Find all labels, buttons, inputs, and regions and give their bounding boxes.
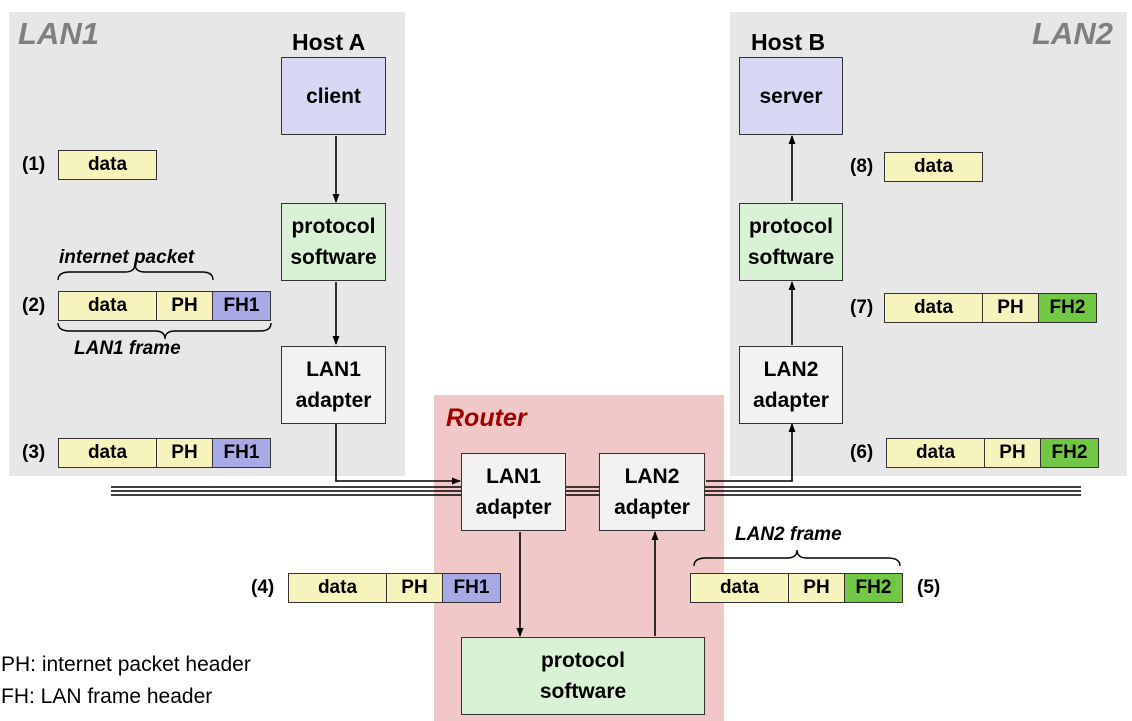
lan1-title: LAN1 bbox=[18, 16, 99, 51]
packet-5: data PH FH2 bbox=[690, 573, 903, 603]
host-b-protocol-software: protocol software bbox=[739, 203, 843, 281]
router-lan1-adapter: LAN1 adapter bbox=[461, 453, 566, 531]
router-protocol-software: protocol software bbox=[461, 637, 705, 715]
packet-1: data bbox=[58, 150, 157, 180]
ph-cell: PH bbox=[155, 291, 214, 321]
data-cell: data bbox=[690, 573, 789, 603]
fh2-cell: FH2 bbox=[1038, 293, 1097, 323]
ph-cell: PH bbox=[155, 438, 214, 468]
packet-8: data bbox=[884, 152, 983, 182]
ph-cell: PH bbox=[385, 573, 444, 603]
arrow-router-to-adapter-b bbox=[706, 423, 796, 482]
step-2-label: (2) bbox=[22, 295, 46, 316]
ph-cell: PH bbox=[787, 573, 846, 603]
step-7-label: (7) bbox=[850, 297, 874, 318]
lan2-frame-label: LAN2 frame bbox=[735, 524, 842, 545]
packet-2: data PH FH1 bbox=[58, 291, 271, 321]
server-box: server bbox=[739, 57, 843, 135]
lan2-frame-brace bbox=[693, 549, 901, 567]
internet-packet-label: internet packet bbox=[59, 247, 195, 268]
data-cell: data bbox=[886, 438, 985, 468]
ph-cell: PH bbox=[981, 293, 1040, 323]
step-6-label: (6) bbox=[850, 442, 874, 463]
data-cell: data bbox=[884, 293, 983, 323]
data-cell: data bbox=[288, 573, 387, 603]
host-a-title: Host A bbox=[292, 29, 366, 55]
step-4-label: (4) bbox=[251, 577, 275, 598]
router-lan2-adapter: LAN2 adapter bbox=[599, 453, 705, 531]
host-a-lan1-adapter: LAN1 adapter bbox=[281, 346, 386, 424]
packet-3: data PH FH1 bbox=[58, 438, 271, 468]
internet-packet-brace bbox=[57, 263, 214, 281]
lan1-frame-label: LAN1 frame bbox=[74, 338, 181, 359]
client-box: client bbox=[281, 57, 386, 135]
packet-7: data PH FH2 bbox=[884, 293, 1097, 323]
router-title: Router bbox=[446, 404, 527, 432]
network-wire bbox=[111, 486, 1081, 496]
legend-fh: FH: LAN frame header bbox=[1, 685, 213, 708]
arrow-adapter-a-to-router bbox=[335, 424, 461, 485]
host-b-lan2-adapter: LAN2 adapter bbox=[739, 346, 843, 424]
data-cell: data bbox=[884, 152, 983, 182]
step-1-label: (1) bbox=[22, 154, 46, 175]
data-cell: data bbox=[58, 291, 157, 321]
lan2-title: LAN2 bbox=[1032, 16, 1113, 51]
lan1-frame-brace bbox=[57, 322, 272, 340]
fh2-cell: FH2 bbox=[1040, 438, 1099, 468]
packet-6: data PH FH2 bbox=[886, 438, 1099, 468]
step-5-label: (5) bbox=[917, 577, 941, 598]
fh2-cell: FH2 bbox=[844, 573, 903, 603]
data-cell: data bbox=[58, 438, 157, 468]
host-b-title: Host B bbox=[751, 29, 826, 55]
step-8-label: (8) bbox=[850, 156, 874, 177]
host-a-protocol-software: protocol software bbox=[281, 203, 386, 281]
step-3-label: (3) bbox=[22, 442, 46, 463]
fh1-cell: FH1 bbox=[442, 573, 501, 603]
legend-ph: PH: internet packet header bbox=[1, 653, 251, 676]
data-cell: data bbox=[58, 150, 157, 180]
packet-4: data PH FH1 bbox=[288, 573, 501, 603]
ph-cell: PH bbox=[983, 438, 1042, 468]
fh1-cell: FH1 bbox=[212, 291, 271, 321]
fh1-cell: FH1 bbox=[212, 438, 271, 468]
